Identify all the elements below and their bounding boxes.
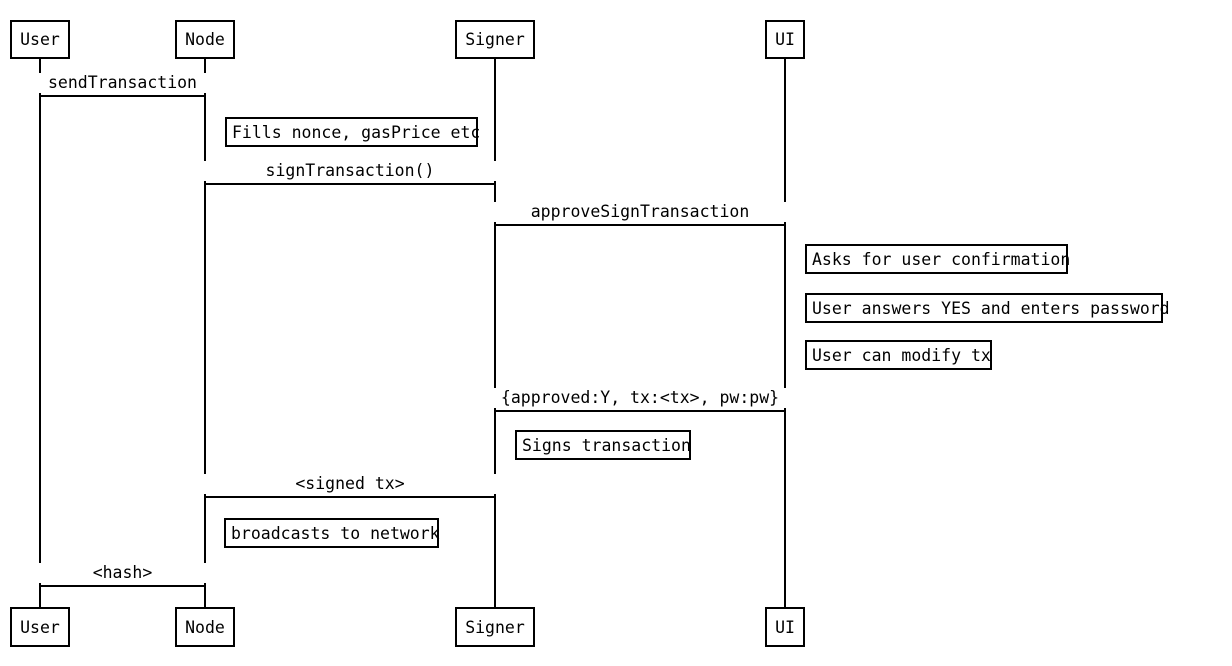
actor-box-ui-bottom: UI bbox=[765, 607, 805, 647]
note-fills-nonce: Fills nonce, gasPrice etc bbox=[225, 117, 481, 147]
message-label-approve-sign-transaction: approveSignTransaction bbox=[494, 202, 786, 222]
lifeline-node bbox=[204, 59, 206, 607]
message-label-hash: <hash> bbox=[39, 563, 206, 583]
note-asks-confirmation: Asks for user confirmation bbox=[805, 244, 1071, 274]
message-label-send-transaction: sendTransaction bbox=[39, 73, 206, 93]
note-signs-transaction-label: Signs transaction bbox=[522, 435, 691, 455]
actor-label-node-top: Node bbox=[185, 30, 225, 49]
actor-label-signer-top: Signer bbox=[465, 30, 525, 49]
message-label-sign-transaction: signTransaction() bbox=[204, 161, 496, 181]
actor-label-user-bottom: User bbox=[20, 617, 60, 637]
actor-box-user-top: User bbox=[10, 20, 70, 59]
actor-box-user-bottom: User bbox=[10, 607, 70, 647]
lifeline-user bbox=[39, 59, 41, 607]
note-fills-nonce-label: Fills nonce, gasPrice etc bbox=[232, 122, 481, 142]
note-signs-transaction: Signs transaction bbox=[515, 430, 691, 460]
message-label-approved-reply: {approved:Y, tx:<tx>, pw:pw} bbox=[494, 388, 786, 408]
actor-label-node-bottom: Node bbox=[185, 617, 225, 637]
note-user-can-modify-tx-label: User can modify tx bbox=[812, 345, 991, 365]
lifeline-signer bbox=[494, 59, 496, 607]
note-broadcasts-network: broadcasts to network bbox=[224, 518, 440, 548]
message-line-hash bbox=[39, 585, 206, 587]
message-line-approve-sign-transaction bbox=[494, 224, 786, 226]
lifeline-ui bbox=[784, 59, 786, 607]
actor-label-ui-bottom: UI bbox=[775, 617, 795, 637]
actor-box-node-top: Node bbox=[175, 20, 235, 59]
actor-label-ui-top: UI bbox=[775, 30, 795, 49]
note-asks-confirmation-label: Asks for user confirmation bbox=[812, 249, 1071, 269]
message-line-signed-tx bbox=[204, 496, 496, 498]
note-user-answers-yes: User answers YES and enters password bbox=[805, 293, 1170, 323]
actor-box-signer-bottom: Signer bbox=[455, 607, 535, 647]
message-line-approved-reply bbox=[494, 410, 786, 412]
note-user-answers-yes-label: User answers YES and enters password bbox=[812, 298, 1170, 318]
note-broadcasts-network-label: broadcasts to network bbox=[231, 523, 440, 543]
message-line-sign-transaction bbox=[204, 183, 496, 185]
actor-box-ui-top: UI bbox=[765, 20, 805, 59]
note-user-can-modify-tx: User can modify tx bbox=[805, 340, 992, 370]
actor-box-signer-top: Signer bbox=[455, 20, 535, 59]
actor-label-user-top: User bbox=[20, 30, 60, 49]
message-label-signed-tx: <signed tx> bbox=[204, 474, 496, 494]
actor-label-signer-bottom: Signer bbox=[465, 617, 525, 637]
actor-box-node-bottom: Node bbox=[175, 607, 235, 647]
message-line-send-transaction bbox=[39, 95, 206, 97]
